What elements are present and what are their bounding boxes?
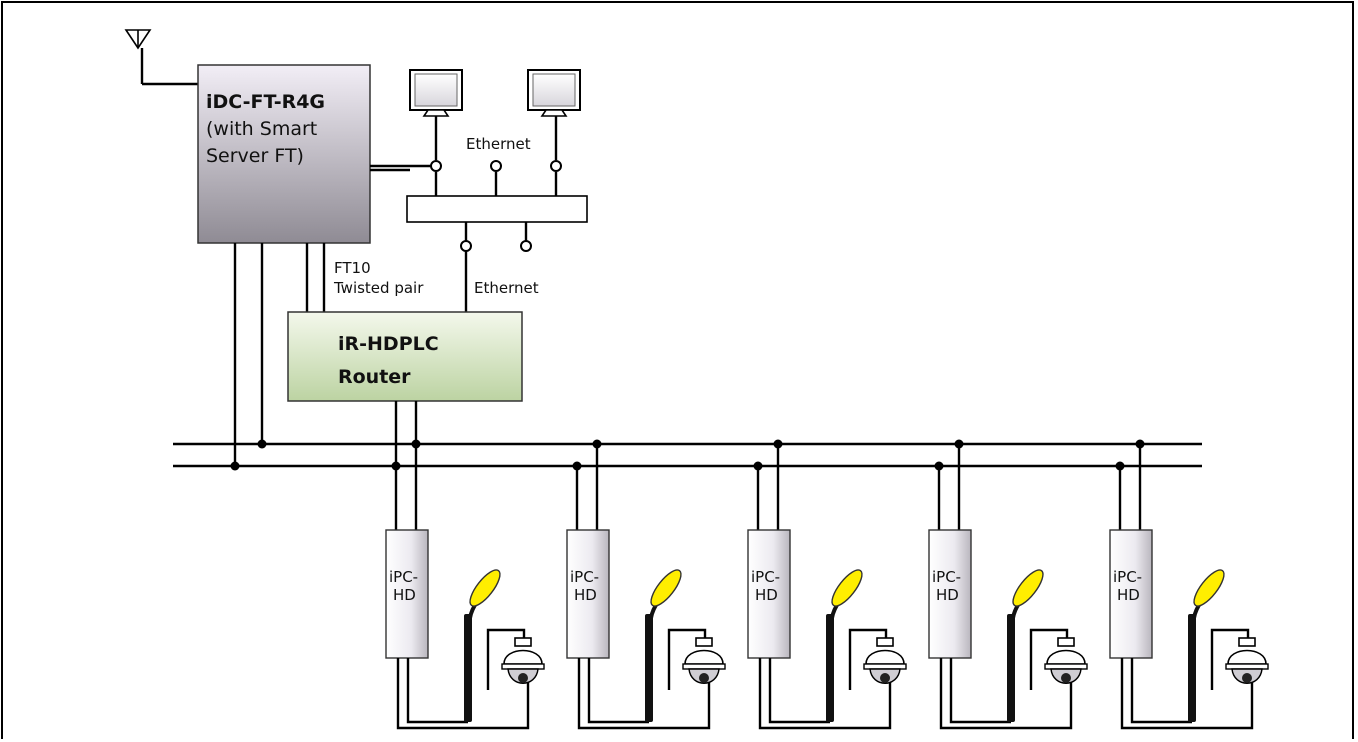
ipc-hd-box <box>747 529 791 659</box>
lighting-node: iPC-HD <box>566 439 726 730</box>
dome-camera-icon <box>1225 637 1269 684</box>
router-subtitle: Router <box>338 366 411 388</box>
lighting-node: iPC-HD <box>747 439 907 730</box>
ft10-label: FT10 <box>334 259 371 277</box>
street-lamp-icon <box>464 569 501 722</box>
lighting-node: iPC-HD <box>928 439 1088 730</box>
monitor-icon <box>409 69 463 160</box>
ipc-hd-box <box>928 529 972 659</box>
ipc-hd-label: HD <box>936 586 959 604</box>
controller-box: iDC-FT-R4G (with Smart Server FT) <box>197 64 371 244</box>
ipc-hd-label: iPC- <box>1113 568 1142 586</box>
controller-subtitle-2: Server FT) <box>206 145 304 167</box>
dome-camera-icon <box>1044 637 1088 684</box>
ethernet-label-bottom: Ethernet <box>474 279 539 297</box>
ipc-hd-box <box>385 529 429 659</box>
antenna-icon <box>124 29 199 86</box>
ipc-hd-box <box>1109 529 1153 659</box>
ipc-hd-label: iPC- <box>751 568 780 586</box>
street-lamp-icon <box>645 569 682 722</box>
dome-camera-icon <box>682 637 726 684</box>
controller-title: iDC-FT-R4G <box>206 91 325 113</box>
ipc-hd-label: HD <box>393 586 416 604</box>
ipc-hd-label: HD <box>1117 586 1140 604</box>
controller-subtitle-1: (with Smart <box>206 118 317 140</box>
power-line-bus <box>173 439 1202 471</box>
ipc-hd-label: iPC- <box>570 568 599 586</box>
ipc-hd-label: HD <box>574 586 597 604</box>
twisted-pair-label: Twisted pair <box>333 279 424 297</box>
ipc-hd-label: HD <box>755 586 778 604</box>
router-title: iR-HDPLC <box>338 333 439 355</box>
street-lamp-icon <box>826 569 863 722</box>
ipc-hd-box <box>566 529 610 659</box>
lighting-node: iPC-HD <box>1109 439 1269 730</box>
dome-camera-icon <box>863 637 907 684</box>
ethernet-switch <box>406 160 588 312</box>
street-lamp-icon <box>1007 569 1044 722</box>
router-box: iR-HDPLC Router <box>287 311 523 402</box>
monitor-icon <box>527 69 581 160</box>
dome-camera-icon <box>501 637 545 684</box>
ipc-hd-label: iPC- <box>932 568 961 586</box>
lighting-node: iPC-HD <box>385 529 545 730</box>
ethernet-label-top: Ethernet <box>466 135 531 153</box>
ipc-hd-label: iPC- <box>389 568 418 586</box>
street-lamp-icon <box>1188 569 1225 722</box>
